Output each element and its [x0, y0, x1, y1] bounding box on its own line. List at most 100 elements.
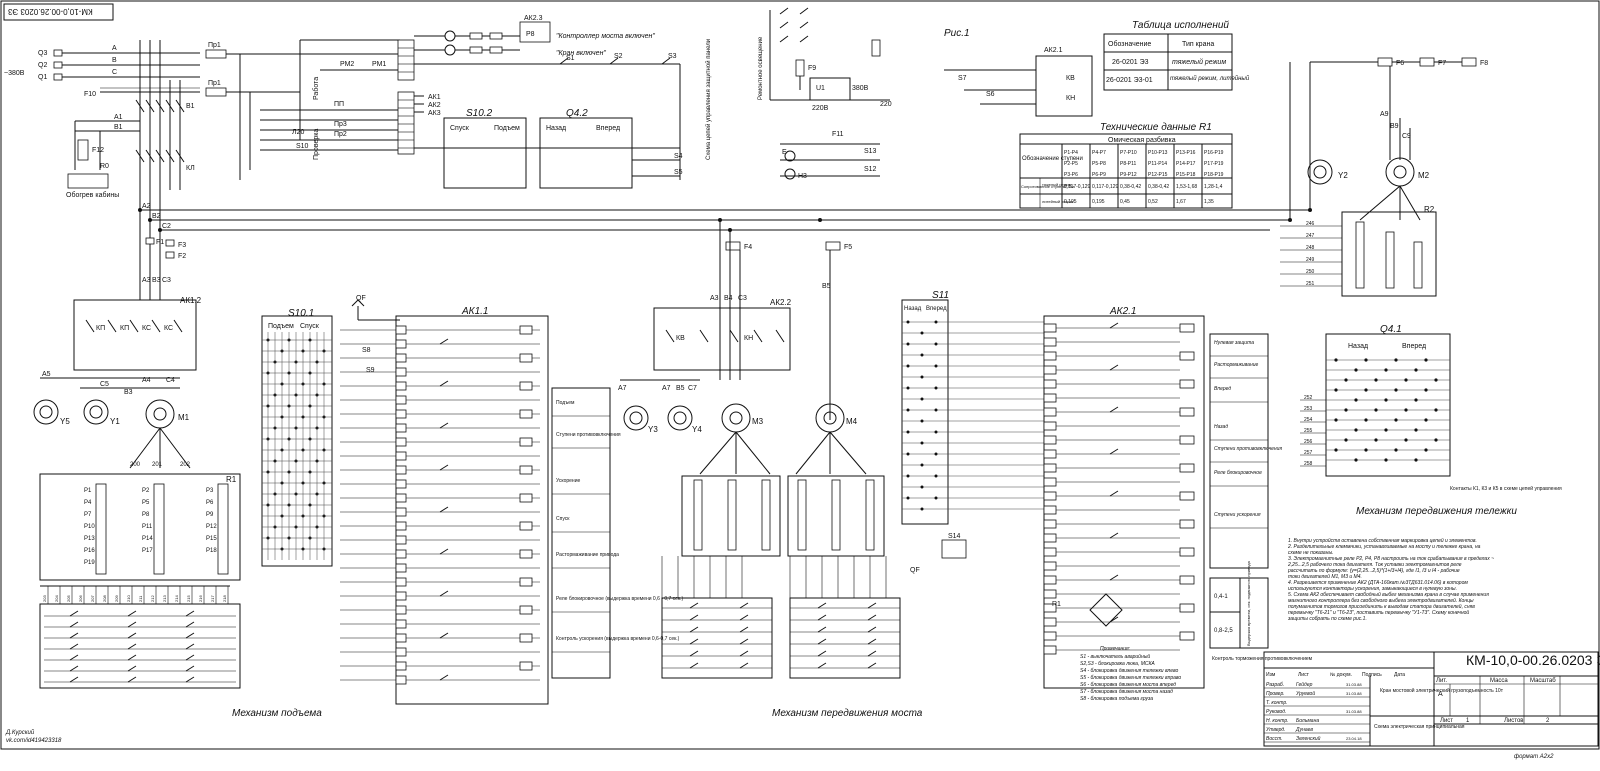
tech-heavy-2: 0,38-0,42	[1120, 184, 1141, 190]
r1-left-label: Р4	[84, 500, 92, 506]
tech-col-0-1: Р2-Р5	[1064, 161, 1078, 167]
contact-icon	[127, 665, 137, 672]
h3-label: H3	[798, 173, 807, 180]
contact-icon	[817, 614, 827, 621]
hoist-qf-label: QF	[356, 295, 366, 302]
hoist-legend-item: Ускорение	[556, 478, 580, 484]
contact-icon	[817, 662, 827, 669]
f10-fuse-icon	[871, 39, 881, 57]
r1-right-label: Р18	[206, 548, 217, 554]
bus-b4-label: B4	[724, 295, 733, 302]
fig1-kv-label: КВ	[1066, 75, 1075, 82]
tech-foundry-2: 0,45	[1120, 199, 1130, 205]
pr1b-label: Пр1	[208, 80, 221, 87]
m3-resistor-box	[681, 475, 781, 557]
contact-icon	[185, 676, 195, 683]
svg-text:A3: A3	[710, 295, 719, 302]
trolley-wire-number: 258	[1304, 461, 1313, 467]
brake-control-label: Контроль торможения противовключением	[1212, 656, 1313, 662]
tech-heavy-5: 1,28-1,4	[1204, 184, 1223, 190]
relay-coil-icon	[519, 577, 533, 587]
q1-label: Q1	[38, 74, 47, 81]
r1-left-label: Р19	[84, 560, 95, 566]
v220-label: 220В	[812, 105, 829, 112]
contact-icon	[185, 610, 195, 617]
relay-coil-icon	[519, 633, 533, 643]
contact-icon	[69, 621, 79, 628]
pr2-label: Пр2	[334, 131, 347, 138]
trolley-wire-number: 254	[1304, 417, 1313, 423]
terminal-strip-mid	[397, 91, 415, 155]
hoist-legend-item: Подъем	[556, 400, 575, 406]
title-name: Кран мостовой электрический грузоподъемн…	[1380, 687, 1504, 694]
f7-label: F7	[1438, 60, 1446, 67]
q41-forward-label: Вперед	[1402, 343, 1426, 350]
f3-fuse-icon	[165, 239, 175, 247]
lit-label: Лит.	[1436, 678, 1447, 684]
general-note-line: 2. Разделительные клеммники, устанавлива…	[1287, 544, 1481, 550]
s13-label: S13	[864, 148, 877, 155]
bridge-legend-item: Ступени ускорения	[1214, 512, 1261, 518]
svg-text:КС: КС	[164, 325, 173, 332]
bridge-note-line: S7 - блокировка движения моста назад	[1080, 689, 1173, 695]
relay-coil-icon	[519, 521, 533, 531]
bridge-note-line: S5 - блокировка движения тележки вправо	[1080, 675, 1181, 681]
brake-y3-icon	[623, 405, 649, 431]
tech-table-row-label-1: тяжелый режим	[1042, 182, 1072, 187]
bridge-legend-item: Нулевая защита	[1214, 340, 1254, 346]
ak22-kv-label: КВ	[676, 335, 685, 342]
r2-resistor-box	[1341, 211, 1437, 297]
bridge-legend-item: Назад	[1214, 424, 1228, 430]
contact-icon	[127, 632, 137, 639]
bus-b9-label: B9	[1390, 123, 1399, 130]
rotated-code-text: КМ-10,0-00.26.0203 Э3	[7, 7, 92, 16]
f4-label: F4	[744, 244, 752, 251]
svg-text:КП: КП	[120, 325, 129, 332]
versions-header-0: Обозначение	[1108, 40, 1151, 48]
ak12-box	[73, 299, 197, 371]
tech-col-4-2: Р15-Р18	[1176, 172, 1196, 178]
svg-text:КП: КП	[96, 325, 105, 332]
repair-light-label: Ремонтное освещение	[758, 36, 764, 100]
y1-label: Y1	[110, 417, 120, 426]
contact-icon	[439, 548, 449, 555]
title-designation: КМ-10,0-00.26.0203 Э3	[1466, 652, 1600, 668]
fig1-s7-label: S7	[958, 75, 967, 82]
title-row-role: Н. контр.	[1266, 718, 1289, 724]
title-row-person: Больмана	[1296, 718, 1319, 724]
ak12-contacts-icon	[85, 319, 183, 333]
q4-2-label: Q4.2	[566, 108, 588, 119]
lamp-h2-icon	[444, 30, 456, 42]
contact-icon	[185, 665, 195, 672]
general-note-line: 4. Разрешается применение АК2 (ДТА-160ка…	[1288, 580, 1468, 586]
fig1-s6-label: S6	[986, 91, 995, 98]
s10-2-label: S10.2	[466, 108, 493, 119]
tech-heavy-3: 0,38-0,42	[1148, 184, 1169, 190]
s8-label: S8	[362, 347, 371, 354]
ak12-label: АК1.2	[180, 296, 202, 305]
hoist-wire-number: 217	[210, 595, 215, 602]
figure-1: Рис.1 АК2.1 S7 S6 КВ КН	[944, 28, 1093, 117]
bridge-mechanism: F4 F5 A3 B4 C3 B5 АК2.2 КВ КН A7 A7 B5 C…	[618, 220, 1313, 719]
s3-label: S3	[668, 53, 677, 60]
bus-b3-label: B3	[152, 277, 161, 284]
bridge-note-line: S6 - блокировка движения моста вперед	[1080, 682, 1176, 688]
l20-label: Л20	[292, 129, 304, 136]
s10-2-box	[443, 117, 527, 189]
general-note-line: схеме не показаны.	[1288, 550, 1334, 556]
sheets-value: 2	[1546, 718, 1550, 724]
e-label: E	[782, 149, 787, 156]
contact-icon	[69, 654, 79, 661]
hoist-wire-number: 212	[150, 595, 155, 602]
hoist-mechanism: АК1.2 КП КП КС КС A5 C5 B3 A4 C4 Y5 Y1 M…	[33, 295, 684, 719]
fig1-kn-label: КН	[1066, 95, 1075, 102]
general-note-line: перемычку "Т6-21" и "Т6-23", поставить п…	[1288, 609, 1469, 616]
svg-text:C5: C5	[100, 381, 109, 388]
versions-row-0-0: 26-0201 Э3	[1112, 59, 1149, 66]
ak22-label: АК2.2	[770, 298, 792, 307]
tech-table-title: Технические данные R1	[1100, 122, 1212, 133]
general-note-line: магнитного контроллера без свободного вы…	[1288, 597, 1474, 604]
trolley-wire-number: 253	[1304, 406, 1313, 412]
relay-coil-icon	[519, 465, 533, 475]
